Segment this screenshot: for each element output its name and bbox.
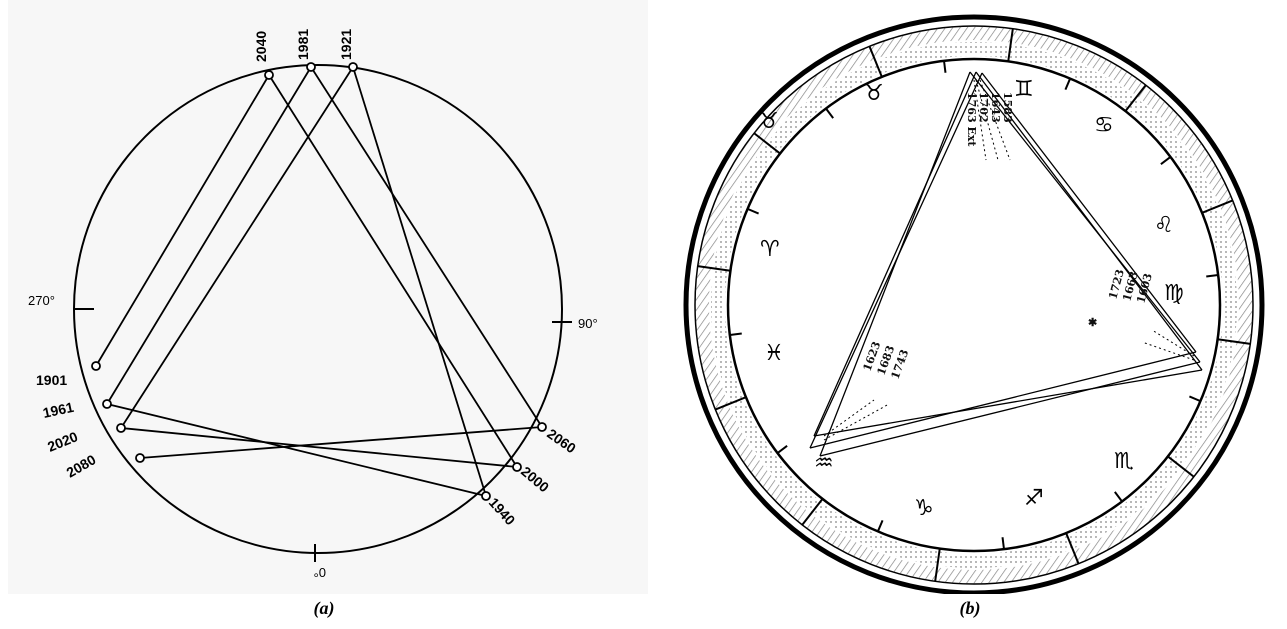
trigon-line — [820, 362, 1200, 456]
chord-2060-2080 — [140, 427, 542, 458]
sign-capricorn-icon: ♑ — [914, 496, 934, 521]
ring-tick — [1161, 157, 1171, 164]
point-2040 — [265, 71, 273, 79]
point-1901 — [92, 362, 100, 370]
sign-aries-icon: ♈ — [760, 237, 780, 262]
point-2080 — [136, 454, 144, 462]
ring-tick — [1206, 275, 1218, 276]
chord-1940-1961 — [107, 404, 486, 496]
label-90: 90° — [578, 316, 598, 331]
ring-tick — [1115, 492, 1122, 502]
label-270: 270° — [28, 293, 55, 308]
panel-b-diagram: ♉ ♈ ♓ ♒ ♑ ♐ ♏ ♍ ♌ ♋ ♊ ♉ 1583 1643 1702 1… — [664, 0, 1279, 594]
chord-1921-1940 — [353, 67, 486, 496]
sign-gemini-icon: ♊ — [1014, 77, 1034, 102]
sign-pisces-icon: ♓ — [764, 341, 784, 366]
year-label-2040: 2040 — [253, 31, 269, 62]
ring-tick — [748, 209, 759, 214]
orbit-circle — [74, 65, 562, 553]
sign-sagittarius-icon: ♐ — [1024, 486, 1044, 511]
year-label-2060: 2060 — [544, 425, 579, 456]
ring-tick — [826, 109, 833, 119]
sign-cancer-icon: ♋ — [1094, 113, 1114, 138]
year-label-1901: 1901 — [36, 372, 67, 388]
sign-virgo-icon: ♍ — [1164, 281, 1184, 306]
point-1940 — [482, 492, 490, 500]
chord-1921-2020 — [121, 67, 353, 428]
year-label-1981: 1981 — [295, 29, 311, 60]
trigon-line — [820, 72, 970, 456]
label-0: 0° — [314, 565, 326, 580]
ring-tick — [1003, 537, 1004, 549]
point-1961 — [103, 400, 111, 408]
top-label-1763: 1763 Ext — [965, 92, 978, 147]
caption-b: (b) — [940, 598, 1000, 619]
ring-tick — [730, 334, 742, 335]
ring-tick — [1065, 79, 1070, 90]
star-mark-icon: ✱ — [1088, 316, 1097, 329]
point-2020 — [117, 424, 125, 432]
point-2060 — [538, 423, 546, 431]
point-2000 — [513, 463, 521, 471]
chord-1981-2060 — [311, 67, 542, 427]
year-label-2000: 2000 — [518, 463, 552, 495]
panel-a-diagram: 270° 90° 0° 2040 1981 1921 1901 1961 202… — [8, 0, 648, 594]
point-1981 — [307, 63, 315, 71]
sign-taurus-top-icon: ♉ — [864, 81, 884, 106]
point-1921 — [349, 63, 357, 71]
caption-a: (a) — [294, 598, 354, 619]
year-label-1921: 1921 — [338, 29, 354, 60]
chord-1901-2040 — [96, 75, 269, 366]
conjunction-chords — [96, 67, 542, 496]
ring-tick — [944, 61, 945, 73]
chord-2000-2040 — [269, 75, 517, 467]
trigon-line — [814, 370, 1202, 436]
sign-taurus-icon: ♉ — [759, 109, 779, 134]
ring-tick — [1189, 396, 1200, 401]
panel-a-svg: 270° 90° 0° 2040 1981 1921 1901 1961 202… — [8, 0, 648, 594]
conjunction-points — [92, 63, 546, 500]
year-label-2020: 2020 — [45, 428, 80, 455]
year-label-1961: 1961 — [41, 399, 75, 421]
panel-b-svg: ♉ ♈ ♓ ♒ ♑ ♐ ♏ ♍ ♌ ♋ ♊ ♉ 1583 1643 1702 1… — [664, 0, 1279, 594]
ring-tick — [878, 520, 883, 531]
year-label-1940: 1940 — [486, 494, 519, 528]
sign-scorpio-icon: ♏ — [1114, 449, 1134, 474]
chord-1961-1981 — [107, 67, 311, 404]
sign-leo-icon: ♌ — [1154, 213, 1174, 238]
ring-tick — [778, 446, 788, 453]
trigon-line — [814, 72, 976, 436]
trigon-lines — [810, 72, 1202, 456]
year-label-2080: 2080 — [64, 451, 99, 481]
